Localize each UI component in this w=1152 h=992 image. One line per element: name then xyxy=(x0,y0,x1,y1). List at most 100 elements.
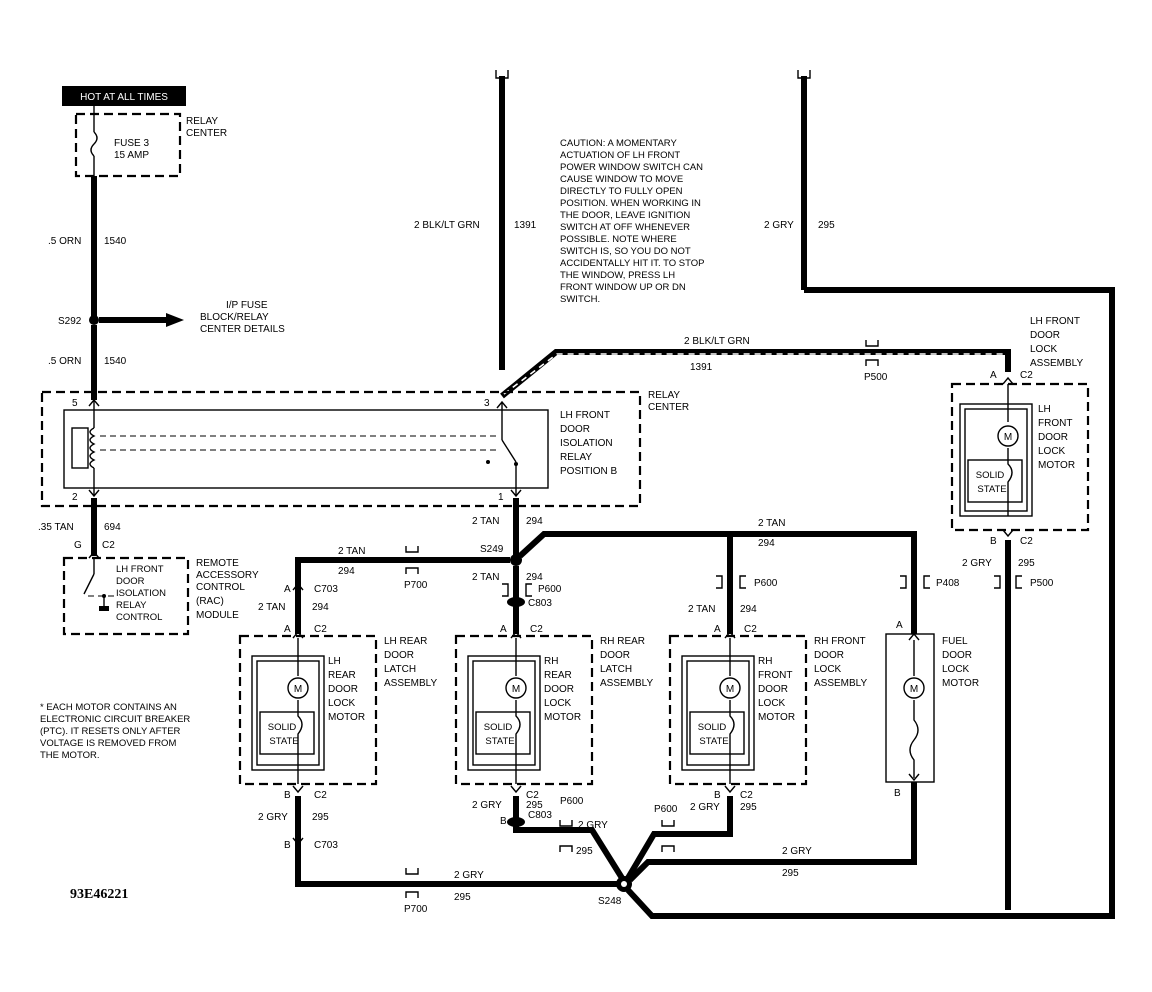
c703-top-connector-icon xyxy=(292,582,304,591)
lh-rear-conn-b-icon xyxy=(292,785,304,794)
lh-front-gry-circuit: 295 xyxy=(1018,558,1035,569)
tan-relay-out-circuit: 294 xyxy=(526,516,543,527)
gry-rh-rear-conn2: C803 xyxy=(528,810,552,821)
gry-rh-front-conn: P600 xyxy=(654,804,678,815)
lh-front-motor-label: LH xyxy=(1038,404,1051,415)
relay-name: RELAY xyxy=(560,452,592,463)
lh-front-motor-icon xyxy=(997,425,1019,447)
fuel-name: FUEL xyxy=(942,636,968,647)
gry-rh-rear-gauge: 2 GRY xyxy=(472,800,502,811)
fuel-motor-m: M xyxy=(910,684,918,695)
rh-front-ptc-icon xyxy=(729,700,735,784)
lh-rear-motor-m: M xyxy=(294,684,302,695)
lh-front-ptc-icon xyxy=(1007,448,1013,516)
lh-front-lock-name: DOOR xyxy=(1030,330,1060,341)
rh-front-motor-label: FRONT xyxy=(758,670,792,681)
rac-module-box xyxy=(62,556,190,636)
fuel-conn-b-icon xyxy=(908,773,920,782)
rac-inner-label: CONTROL xyxy=(116,612,162,623)
tan-left-wire xyxy=(295,557,510,634)
gry-return-wire xyxy=(625,287,1115,919)
rh-front-motor-label: DOOR xyxy=(758,684,788,695)
lh-rear-tan-pin: A xyxy=(284,584,291,595)
p500-bottom-connector-icon xyxy=(865,359,879,366)
rh-rear-latch-box xyxy=(454,634,594,786)
lh-rear-name: DOOR xyxy=(384,650,414,661)
rh-front-motor-inner xyxy=(686,660,750,766)
fuse-icon xyxy=(90,131,98,157)
rh-rear-conn-b-icon xyxy=(510,785,522,794)
p600-rh-front-lower-icon xyxy=(661,820,675,827)
rh-front-motor-label: LOCK xyxy=(758,698,786,709)
ptc-note-line: ELECTRONIC CIRCUIT BREAKER xyxy=(40,714,190,725)
fuel-name: DOOR xyxy=(942,650,972,661)
lh-rear-motor-label: MOTOR xyxy=(328,712,365,723)
ptc-note-line: VOLTAGE IS REMOVED FROM xyxy=(40,738,176,749)
lh-rear-ptc-icon xyxy=(297,700,303,784)
rh-front-motor-m: M xyxy=(726,684,734,695)
p500-lower-connector-icon-2 xyxy=(1015,575,1022,589)
rh-rear-motor-label: DOOR xyxy=(544,684,574,695)
lh-front-motor-outer xyxy=(959,403,1033,517)
gry-lh-rear-circuit: 295 xyxy=(312,812,329,823)
pin1-arrow-icon xyxy=(510,489,522,498)
lh-front-solid-state-box xyxy=(967,459,1023,503)
gry-rh-front-circuit: 295 xyxy=(740,802,757,813)
blk-run-conn: P500 xyxy=(864,372,888,383)
gry-bottom-conn: P700 xyxy=(404,904,428,915)
rh-front-pin-b: B xyxy=(714,790,721,801)
tan-694-gauge: .35 TAN xyxy=(38,522,74,533)
relay-center-label-bottom: CENTER xyxy=(186,128,227,139)
tan-top-circuit: 294 xyxy=(758,538,775,549)
caution-line: POSSIBLE. NOTE WHERE xyxy=(560,234,677,245)
gry-fuel-gauge: 2 GRY xyxy=(782,846,812,857)
caution-line: POSITION. WHEN WORKING IN xyxy=(560,198,701,209)
lh-rear-motor-label: LH xyxy=(328,656,341,667)
rh-rear-name: LATCH xyxy=(600,664,632,675)
fuel-ptc-icon xyxy=(909,700,919,778)
isolation-relay-box xyxy=(63,409,549,489)
p700-top-connector-icon xyxy=(405,546,419,553)
c703-bottom-connector-icon xyxy=(292,837,304,846)
rh-front-conn-a-icon xyxy=(724,630,736,639)
tan-mid-conn1: P600 xyxy=(538,584,562,595)
blk-top-circuit: 1391 xyxy=(514,220,537,231)
ptc-note-line: * EACH MOTOR CONTAINS AN xyxy=(40,702,177,713)
blk-top-connector-icon xyxy=(495,70,509,79)
hot-at-all-times-label: HOT AT ALL TIMES xyxy=(80,92,168,103)
relay-coil-icon xyxy=(71,427,89,469)
lh-front-motor-m: M xyxy=(1004,432,1012,443)
p600-rh-rear-connector-icon-2 xyxy=(559,845,573,852)
caution-note: CAUTION: A MOMENTARY ACTUATION OF LH FRO… xyxy=(560,138,704,305)
lh-front-lock-name: LOCK xyxy=(1030,344,1058,355)
rh-rear-motor-label: RH xyxy=(544,656,558,667)
orn-wire-lower-gauge: .5 ORN xyxy=(48,356,81,367)
rac-inner-label: RELAY xyxy=(116,600,147,611)
rac-inner-label: DOOR xyxy=(116,576,145,587)
caution-line: DIRECTLY TO FULLY OPEN xyxy=(560,186,683,197)
lh-front-conn-a: C2 xyxy=(1020,370,1033,381)
rac-name: ACCESSORY xyxy=(196,570,259,581)
rh-rear-conn-a-icon xyxy=(510,630,522,639)
rh-rear-name: ASSEMBLY xyxy=(600,678,653,689)
lh-front-pin-b: B xyxy=(990,536,997,547)
tan-mid-circuit: 294 xyxy=(526,572,543,583)
blk-run-stripe xyxy=(503,353,1006,395)
relay-center-box xyxy=(40,390,642,508)
fuel-conn-a-icon xyxy=(908,632,920,641)
lh-front-conn-a-icon xyxy=(1002,376,1014,385)
blk-run-circuit: 1391 xyxy=(690,362,713,373)
caution-line: FRONT WINDOW UP OR DN xyxy=(560,282,686,293)
tan-694-circuit: 694 xyxy=(104,522,121,533)
rh-front-name: DOOR xyxy=(814,650,844,661)
tan-top-gauge: 2 TAN xyxy=(758,518,785,529)
caution-line: SWITCH IS, SO YOU DO NOT xyxy=(560,246,691,257)
lh-rear-name: LH REAR xyxy=(384,636,427,647)
rh-front-name: LOCK xyxy=(814,664,842,675)
lh-rear-solid-state-box xyxy=(259,711,315,755)
lh-front-conn-b-icon xyxy=(1002,529,1014,538)
tan-mid-gauge: 2 TAN xyxy=(472,572,499,583)
rh-rear-motor-label: REAR xyxy=(544,670,572,681)
gry-mid-circuit: 295 xyxy=(576,846,593,857)
